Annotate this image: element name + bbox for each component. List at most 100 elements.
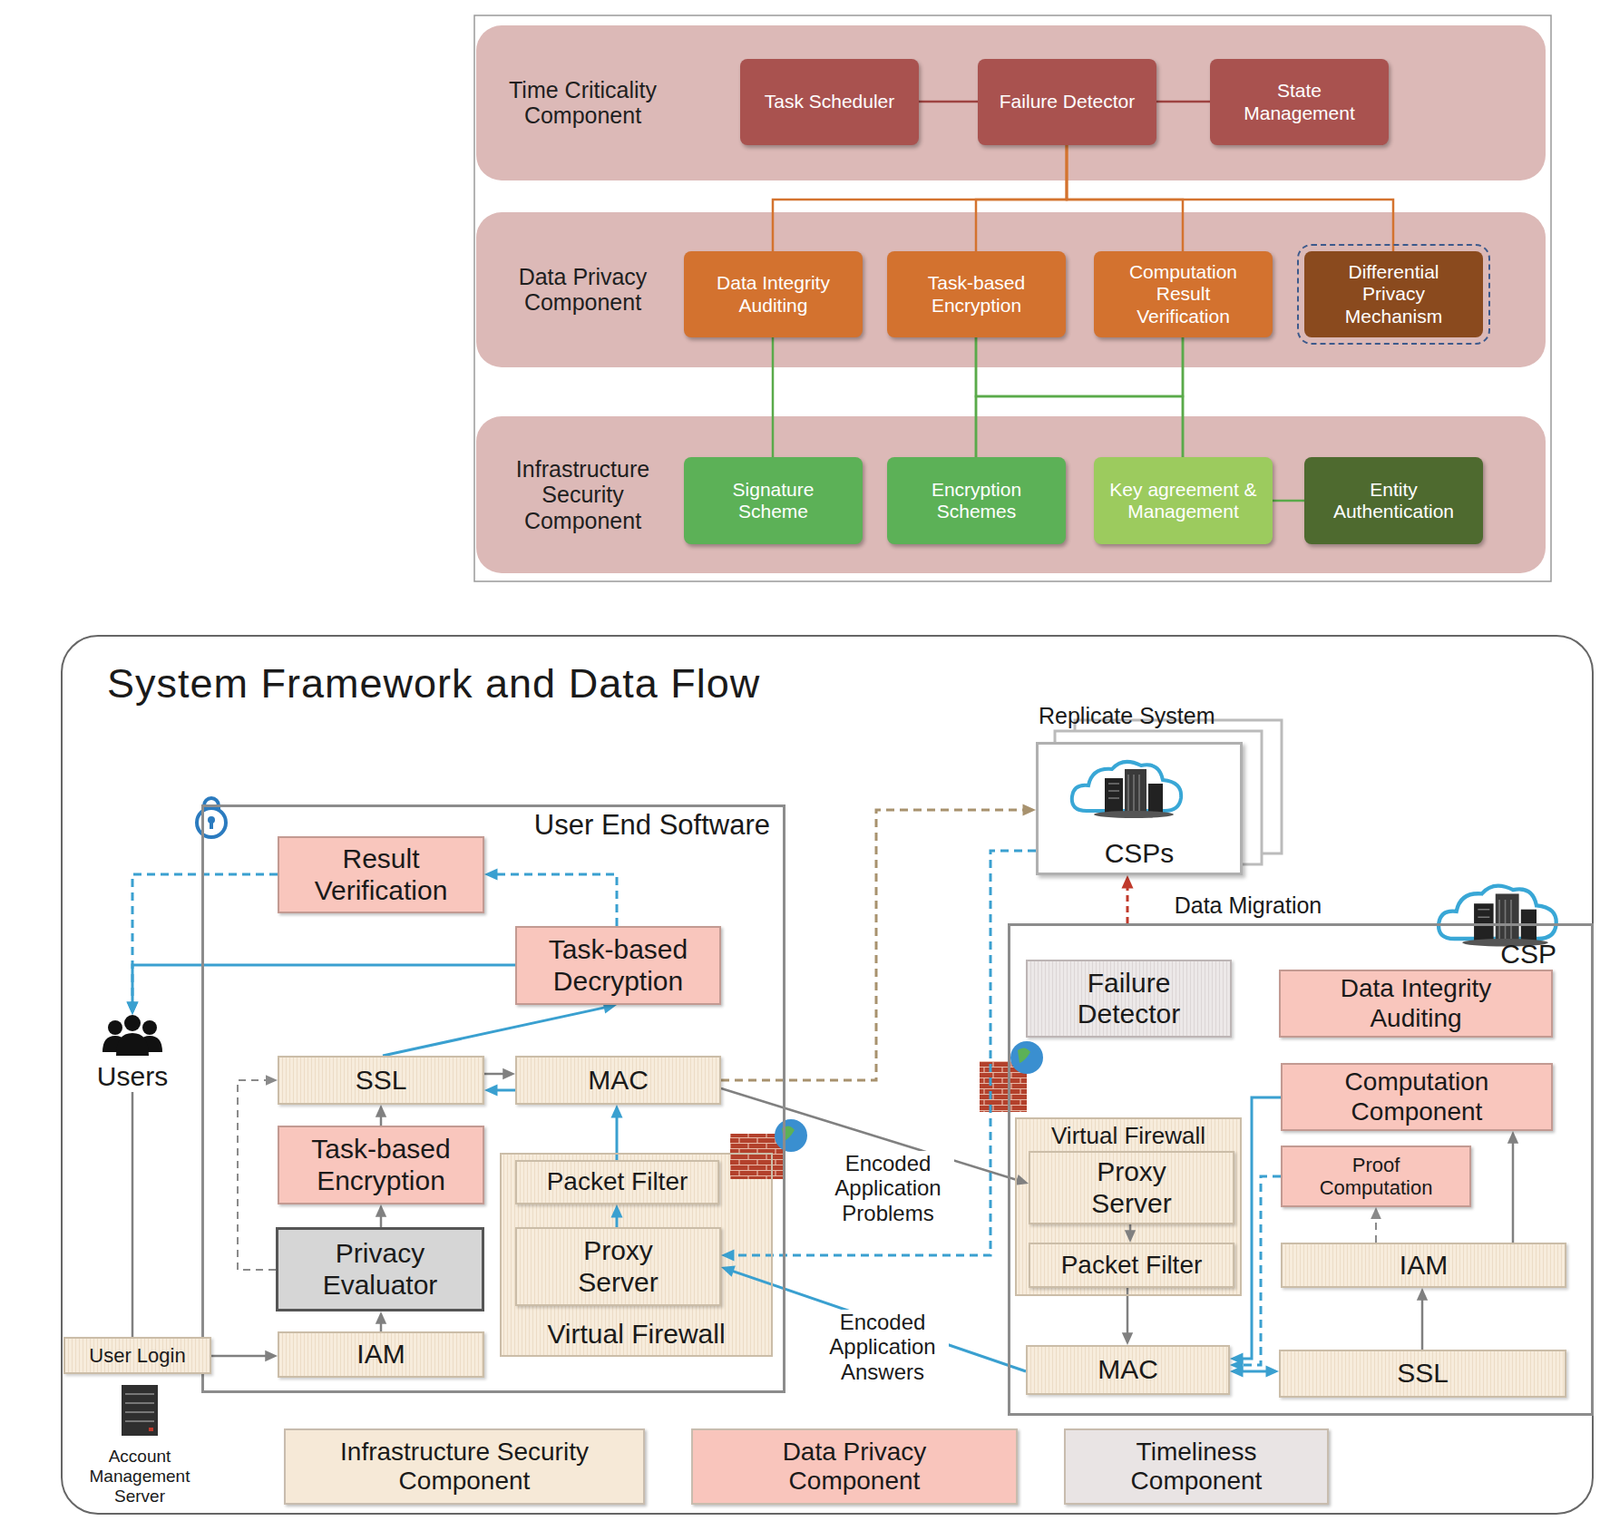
connector [772, 145, 1067, 252]
node-text: Task Scheduler [764, 90, 896, 113]
edge-label: Data Migration [1171, 892, 1326, 919]
component-band: Data Privacy ComponentData Integrity Aud… [476, 212, 1546, 368]
node-text: Key agreement & Management [1103, 478, 1263, 523]
component-band: Infrastructure Security ComponentSignatu… [476, 416, 1546, 574]
arrowhead [1124, 1229, 1136, 1243]
security-box: MAC [515, 1055, 722, 1105]
connector-line [1512, 1141, 1515, 1243]
connector [375, 1104, 387, 1126]
connector-line [132, 874, 278, 1005]
cloud-icon [1438, 886, 1557, 947]
node-text: Task-based Encryption [290, 1133, 472, 1197]
node-text: Data Integrity Auditing [705, 272, 842, 316]
node-text: Users [87, 1061, 178, 1093]
connector [721, 803, 1036, 1081]
node-text: IAM [356, 1338, 405, 1371]
connector [975, 337, 1183, 458]
connector-line [211, 1355, 267, 1358]
node-text: Differential Privacy Mechanism [1330, 261, 1458, 327]
security-box: IAM [1280, 1242, 1567, 1288]
arrowhead [484, 1083, 498, 1096]
security-box: Packet Filter [1028, 1242, 1235, 1288]
connector [126, 965, 516, 1015]
arrowhead [375, 1204, 387, 1218]
server-icon [121, 1385, 158, 1436]
node-text: Proof Computation [1303, 1153, 1449, 1200]
framework-frame [61, 635, 1593, 1514]
connector-line [132, 965, 516, 1005]
connector-line [918, 100, 978, 104]
legend-text: Timeliness Component [1096, 1437, 1297, 1496]
node-text: Replicate System [1038, 702, 1216, 730]
arrowhead [610, 1204, 623, 1219]
connector-line [975, 337, 1183, 458]
privacy-box: Proof Computation [1280, 1145, 1472, 1208]
security-box: Packet Filter [515, 1160, 720, 1205]
connector [484, 1068, 516, 1080]
connector [1066, 145, 1394, 252]
arrowhead [1014, 1174, 1029, 1186]
timeliness-box: Failure Detector [1025, 959, 1232, 1038]
firewall-fill [1014, 1117, 1242, 1297]
privacy-box: Result Verification [277, 836, 485, 914]
connector-line [1066, 145, 1394, 252]
node-text: Privacy Evaluator [289, 1238, 471, 1301]
arrowhead [126, 1002, 138, 1016]
connector [1229, 1097, 1281, 1366]
privacy-box: Data Integrity Auditing [1278, 969, 1553, 1038]
arrowhead [1416, 1287, 1428, 1301]
connector-line [237, 1080, 276, 1270]
security-box: Proxy Server [1028, 1151, 1235, 1225]
system-container: User End SoftwareResult VerificationTask… [201, 804, 786, 1394]
security-box: IAM [277, 1331, 485, 1378]
legend-text: Data Privacy Component [754, 1437, 955, 1496]
connector [1370, 1207, 1382, 1243]
security-box: Signature Scheme [683, 457, 863, 545]
connector [484, 1083, 516, 1096]
connector-line [382, 1007, 606, 1056]
privacy-box: Task-based Encryption [277, 1125, 485, 1205]
node-text: Account Management Server [68, 1446, 211, 1507]
evaluator-box: Privacy Evaluator [275, 1227, 485, 1312]
legend-swatch: Infrastructure Security Component [283, 1428, 645, 1505]
node-text: SSL [355, 1064, 408, 1097]
connector [237, 1074, 278, 1270]
node-text: Failure Detector [1047, 967, 1211, 1031]
actor-icon-box: Users [87, 1014, 178, 1093]
arrowhead [1370, 1207, 1382, 1220]
connector [1066, 145, 1183, 252]
node-text: MAC [1097, 1354, 1159, 1386]
diagram-title: System Framework and Data Flow [107, 660, 761, 708]
security-box: Entity Authentication [1304, 457, 1483, 545]
connector-line [1241, 1176, 1282, 1366]
legend-swatch: Data Privacy Component [691, 1428, 1018, 1505]
node-text: Entity Authentication [1326, 478, 1463, 523]
arrowhead [1229, 1352, 1244, 1365]
arrowhead [126, 1002, 138, 1016]
node-text: Computation Component [1317, 1067, 1517, 1126]
connector [484, 868, 617, 927]
node-text: Failure Detector [999, 90, 1135, 113]
node-text: Computation Result Verification [1120, 261, 1248, 327]
privacy-box: Computation Result Verification [1093, 251, 1273, 338]
connector-line [721, 809, 1025, 1081]
node-text: Infrastructure Security Component [485, 455, 681, 534]
connector [375, 1204, 387, 1228]
login-box: User Login [63, 1336, 212, 1375]
connector-line [975, 337, 1183, 458]
connector-line [732, 850, 1037, 1256]
system-container: CSPFailure DetectorData Integrity Auditi… [1007, 923, 1594, 1416]
legend-text: Infrastructure Security Component [301, 1437, 628, 1496]
arrowhead [721, 1266, 736, 1278]
connector-line [1272, 499, 1305, 503]
node-text: User End Software [534, 809, 771, 842]
connector [382, 1002, 617, 1056]
cloud-icon [1072, 761, 1181, 819]
arrowhead [375, 1311, 387, 1325]
band-fill [476, 212, 1546, 368]
node-text: Virtual Firewall [1016, 1122, 1240, 1151]
arrowhead [265, 1074, 278, 1086]
privacy-box: Task-based Encryption [887, 251, 1066, 338]
connector [1507, 1131, 1519, 1243]
security-box: MAC [1025, 1345, 1230, 1396]
